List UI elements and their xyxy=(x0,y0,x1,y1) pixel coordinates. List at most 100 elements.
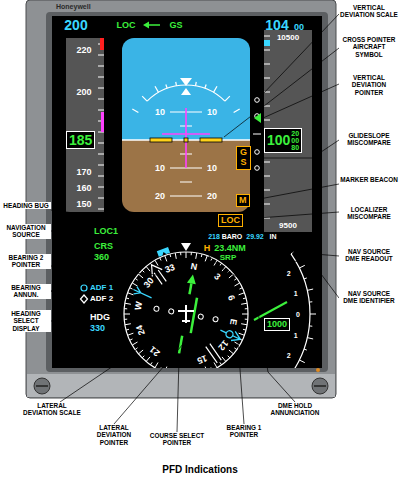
lateral-deviation-scale xyxy=(168,308,174,314)
compass-tick xyxy=(160,367,161,368)
compass-tick xyxy=(245,319,248,320)
callout-label: VERTICAL DEVIATION SCALE xyxy=(339,4,399,19)
readout-text: LOC xyxy=(221,216,240,225)
course-select-pointer xyxy=(191,298,197,333)
tape-tick xyxy=(98,165,104,166)
leader-line xyxy=(254,184,339,200)
compass-number: 24 xyxy=(135,324,147,336)
nav-source: LOC1 xyxy=(94,227,118,236)
callout-label: GLIDESLOPE MISCOMPARE xyxy=(339,132,399,147)
baro-readout: 29.92 xyxy=(246,233,264,240)
roll-tick xyxy=(234,109,240,113)
vsi-number: 2 xyxy=(287,351,291,358)
altitude-readout: 100200080 xyxy=(264,128,302,153)
compass-tick xyxy=(243,297,246,299)
tape-number: 160 xyxy=(76,184,91,193)
compass-tick xyxy=(139,274,144,278)
altitude-bug xyxy=(264,40,270,46)
compass-tick xyxy=(220,263,222,265)
leader-line xyxy=(238,342,244,424)
roll-tick xyxy=(214,86,218,92)
compass-tick xyxy=(125,324,131,325)
callout-label: LOCALIZER MISCOMPARE xyxy=(339,206,399,221)
knob xyxy=(312,378,328,394)
compass-tick xyxy=(139,350,144,354)
compass-tick xyxy=(128,293,134,295)
compass-tick xyxy=(146,267,150,272)
mode-annunciation: LOC xyxy=(117,21,136,30)
marker-beacon-box: M xyxy=(236,194,250,207)
compass-aircraft-symbol xyxy=(178,305,194,323)
readout-text: 185 xyxy=(69,133,92,147)
figure-caption: PFD Indications xyxy=(162,465,238,475)
compass-tick xyxy=(214,362,217,367)
tape-tick xyxy=(98,77,104,78)
compass-tick xyxy=(124,308,127,309)
tape-tick xyxy=(98,154,104,155)
tape-tick xyxy=(264,64,270,65)
compass-tick xyxy=(211,367,212,368)
bearing-1-symbol xyxy=(81,285,87,291)
compass-tick xyxy=(196,253,197,259)
compass-tick xyxy=(228,356,230,358)
leader-line xyxy=(51,14,339,432)
compass-tick xyxy=(234,348,236,350)
leader-line xyxy=(177,358,179,432)
mode-arrow xyxy=(143,22,149,29)
compass-number: E xyxy=(228,319,238,326)
roll-tick xyxy=(142,96,147,101)
leader-line xyxy=(51,319,87,321)
compass-tick xyxy=(243,329,246,331)
callout-label: NAV SOURCE DME READOUT xyxy=(339,248,399,263)
callout-label: NAVIGATION SOURCE xyxy=(1,224,51,239)
compass-tick xyxy=(245,308,248,309)
compass-number: N xyxy=(190,262,198,272)
leader-line xyxy=(60,313,157,402)
compass-tick xyxy=(124,319,127,320)
tape-tick xyxy=(264,36,270,37)
pitch-number: 20 xyxy=(207,192,217,201)
course-select-pointer xyxy=(175,274,201,355)
course-select-pointer xyxy=(187,274,197,284)
tape-tick xyxy=(98,99,104,100)
speed-target: 200 xyxy=(64,18,87,32)
tape-tick xyxy=(98,143,104,144)
compass-number: 30 xyxy=(143,276,156,289)
tape-tick xyxy=(98,198,104,199)
baro-readout: IN xyxy=(270,233,277,240)
compass-tick xyxy=(155,362,158,367)
pitch-number: 10 xyxy=(207,164,217,173)
tape-tick xyxy=(98,176,104,177)
compass-number: 3 xyxy=(212,272,222,282)
tape-tick xyxy=(98,209,104,210)
pitch-number: 10 xyxy=(207,108,217,117)
compass-tick xyxy=(126,297,129,299)
compass-rose xyxy=(124,252,248,368)
callout-label: LATERAL DEVIATION POINTER xyxy=(84,424,144,446)
tape-tick xyxy=(98,88,104,89)
leader-line xyxy=(224,48,339,137)
compass-tick xyxy=(135,278,137,280)
compass-tick xyxy=(239,288,242,289)
mode-annunciation: GS xyxy=(169,21,182,30)
bezel-band xyxy=(27,374,335,397)
compass-tick xyxy=(130,339,133,340)
vsi-tick xyxy=(304,349,307,350)
compass-tick xyxy=(186,252,187,258)
overspeed-bar xyxy=(100,38,104,50)
screen xyxy=(52,16,322,368)
mode-arrow xyxy=(143,22,160,29)
bearing-2-pointer xyxy=(147,261,225,365)
airspeed-tape xyxy=(66,38,104,212)
compass-tick xyxy=(160,258,161,261)
tape-tick xyxy=(264,120,270,121)
callout-label: LATERAL DEVIATION SCALE xyxy=(22,402,82,417)
callout-label: NAV SOURCE DME IDENTIFIER xyxy=(339,290,399,305)
tape-number: 170 xyxy=(76,168,91,177)
bearing-1-pointer xyxy=(131,285,242,344)
tape-tick xyxy=(264,78,270,79)
tape-tick xyxy=(264,176,270,177)
vsi-tick xyxy=(304,278,307,279)
lateral-deviation-scale xyxy=(154,306,219,322)
